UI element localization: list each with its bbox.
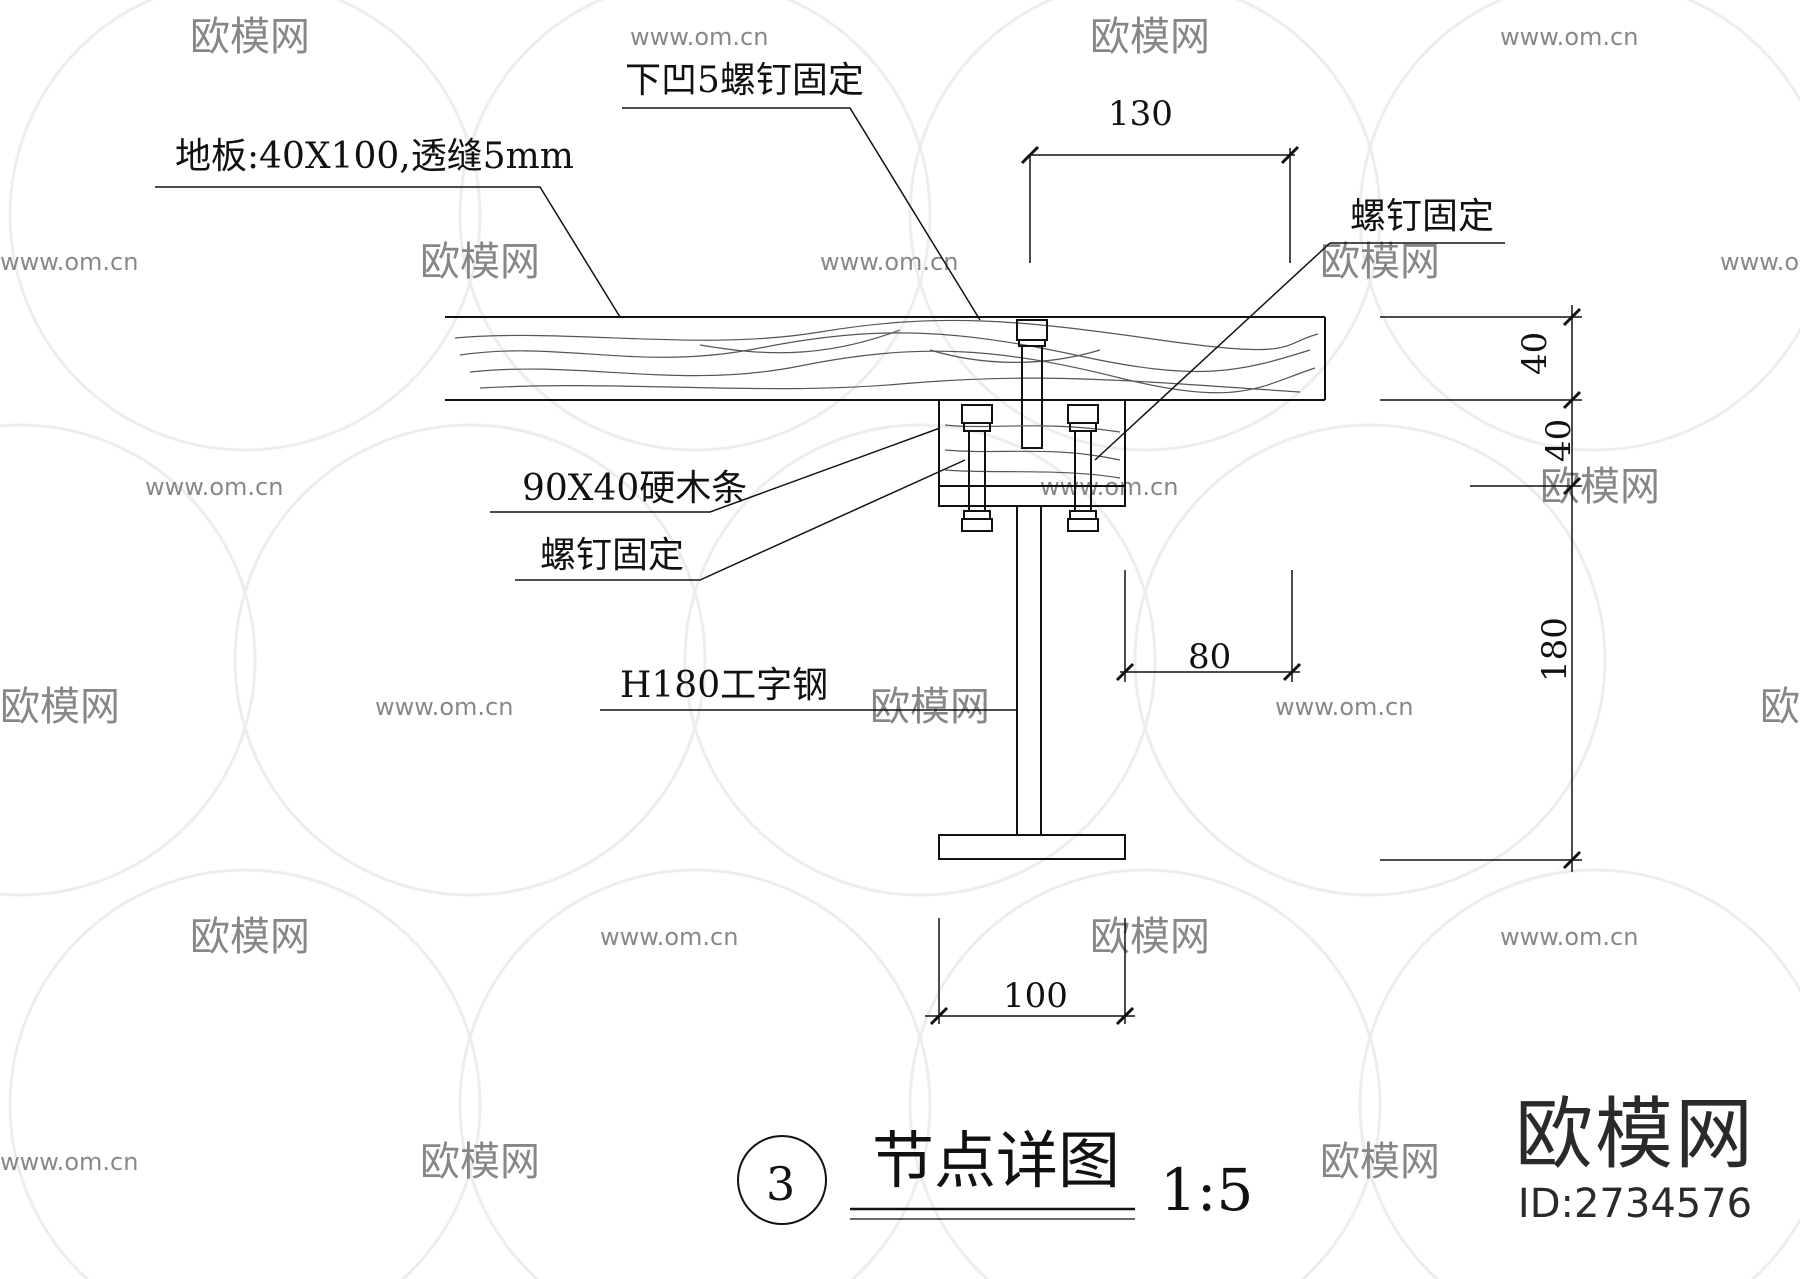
- callout-screw-right: 螺钉固定: [1350, 196, 1494, 237]
- bolt-left: [961, 404, 993, 532]
- dimension-100: [925, 918, 1135, 1026]
- watermark-site: www.om.cn: [1500, 23, 1638, 51]
- dimension-label-130: 130: [1108, 94, 1173, 134]
- callout-screw-left: 螺钉固定: [540, 535, 684, 576]
- dimension-label-40-board: 40: [1515, 332, 1555, 375]
- leader-lines: [155, 107, 1505, 711]
- bolt-right: [1067, 404, 1099, 532]
- watermark-brand: 欧模网: [1090, 14, 1210, 60]
- watermark-site: www.om.cn: [375, 693, 513, 721]
- recessed-screw: [1016, 319, 1048, 449]
- dimension-130: [1020, 145, 1300, 263]
- dimension-label-100: 100: [1003, 976, 1068, 1016]
- title-block: [737, 1135, 1135, 1225]
- model-id: ID:2734576: [1517, 1181, 1753, 1227]
- drawing-title: 节点详图: [872, 1124, 1120, 1197]
- dimension-label-180: 180: [1535, 617, 1575, 682]
- watermark-site: www.om.cn: [600, 923, 738, 951]
- watermark-brand: 欧模网: [190, 914, 310, 960]
- watermark-site: www.om.cn: [145, 473, 283, 501]
- h-beam: [938, 485, 1126, 860]
- floorboard: [445, 316, 1326, 401]
- watermark-brand: 欧模网: [420, 239, 540, 285]
- watermark-site: www.om.cn: [1720, 248, 1800, 276]
- watermark-brand: 欧模网: [1540, 464, 1660, 510]
- brand-name: 欧模网: [1514, 1090, 1755, 1180]
- dimension-vertical: [1380, 305, 1582, 872]
- dimension-label-80: 80: [1188, 637, 1231, 677]
- watermark-site: www.om.cn: [1500, 923, 1638, 951]
- watermark-brand: 欧模网: [1760, 684, 1800, 730]
- watermark-site: www.om.cn: [0, 248, 138, 276]
- watermark-brand: 欧模网: [420, 1139, 540, 1185]
- watermark-site: www.om.cn: [820, 248, 958, 276]
- watermark-site: www.om.cn: [0, 1148, 138, 1176]
- detail-number: 3: [766, 1157, 795, 1211]
- callout-floorboard: 地板:40X100,透缝5mm: [175, 136, 574, 177]
- callout-hardwood-strip: 90X40硬木条: [522, 468, 747, 509]
- watermark-site: www.om.cn: [1275, 693, 1413, 721]
- watermark-brand: 欧模网: [870, 684, 990, 730]
- watermark-brand: 欧模网: [1320, 1139, 1440, 1185]
- drawing-scale: 1:5: [1160, 1156, 1253, 1224]
- watermark-brand: 欧模网: [190, 14, 310, 60]
- dimension-label-40-strip: 40: [1539, 419, 1579, 462]
- watermark-brand: 欧模网: [1090, 914, 1210, 960]
- callout-steel-beam: H180工字钢: [620, 665, 828, 706]
- watermark-site: www.om.cn: [630, 23, 768, 51]
- dimension-80: [1115, 570, 1302, 682]
- watermark-brand: 欧模网: [0, 684, 120, 730]
- brand-watermark: 欧模网 ID:2734576: [1505, 1090, 1765, 1228]
- callout-recessed-screw: 下凹5螺钉固定: [625, 60, 864, 101]
- wood-grain: [454, 319, 1319, 394]
- watermark-brand: 欧模网: [1320, 239, 1440, 285]
